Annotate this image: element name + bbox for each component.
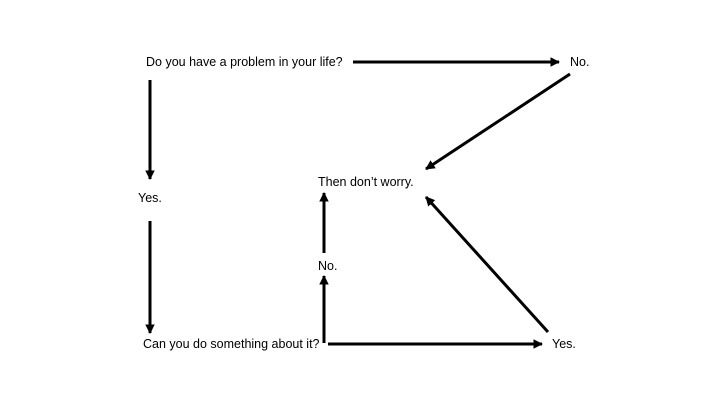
answer-no-top: No. [570,55,590,69]
question-can-you-do-something: Can you do something about it? [143,337,320,351]
answer-yes-bottom: Yes. [552,337,576,351]
conclusion-dont-worry: Then don’t worry. [318,175,414,189]
answer-yes-left: Yes. [138,191,162,205]
arrow-yes-to-dont-worry [424,195,550,334]
answer-no-middle: No. [318,259,338,273]
arrow-no-to-dont-worry [425,72,571,171]
question-problem-in-life: Do you have a problem in your life? [146,55,343,69]
